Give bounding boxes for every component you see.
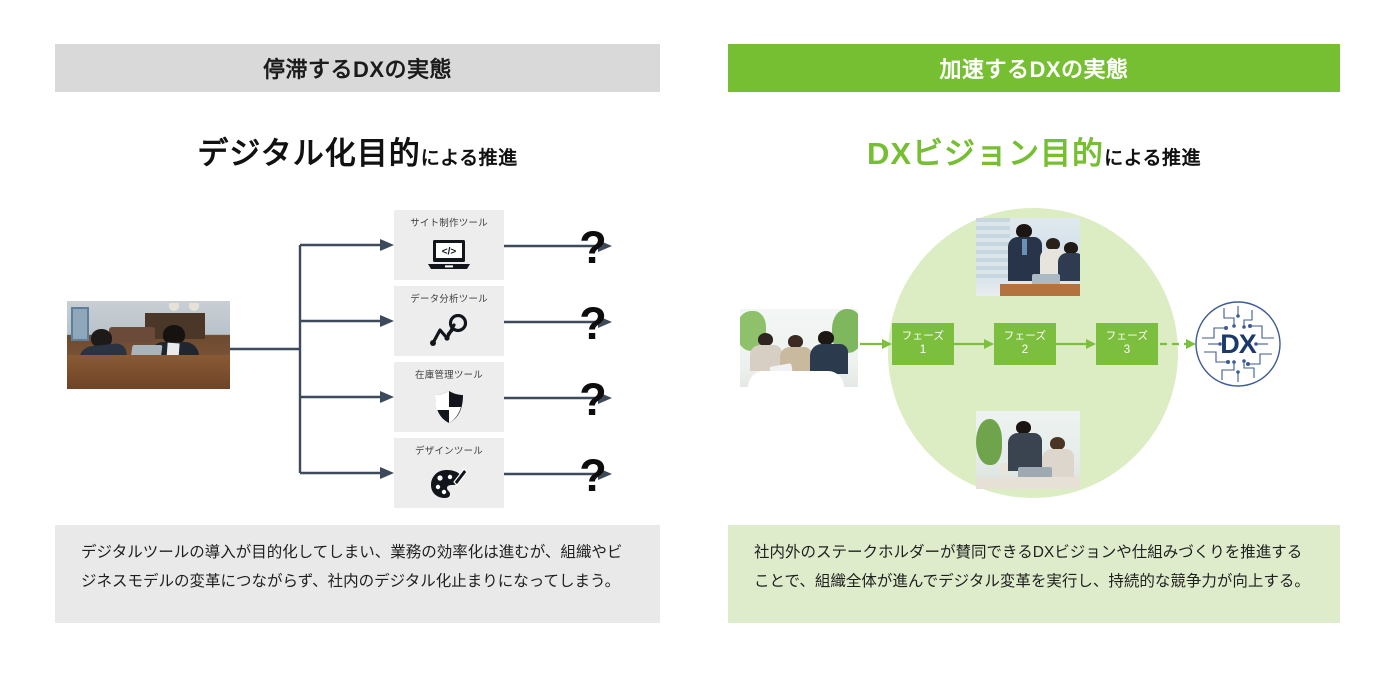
result-arrow: [504, 315, 612, 328]
right-panel-header: 加速するDXの実態: [728, 44, 1340, 92]
dx-label: DX: [1220, 328, 1257, 359]
left-panel-header: 停滞するDXの実態: [55, 44, 660, 92]
result-arrow: [504, 391, 612, 404]
left-title-strong: デジタル化目的: [197, 136, 421, 171]
circuit-circle-icon: [1195, 301, 1281, 387]
left-panel-title: デジタル化目的 による推進: [55, 128, 660, 176]
question-mark-2: ?: [579, 298, 607, 349]
tool-label: サイト制作ツール: [410, 218, 488, 229]
phase-label: フェーズ: [901, 330, 945, 343]
tool-card-data-analysis[interactable]: データ分析ツール: [394, 286, 504, 356]
left-description: デジタルツールの導入が目的化してしまい、業務の効率化は進むが、組織やビジネスモデ…: [55, 525, 660, 623]
result-arrow: [504, 467, 612, 480]
left-title-tail: による推進: [420, 148, 518, 169]
svg-text:</>: </>: [442, 246, 457, 257]
shield-icon: [433, 381, 465, 432]
phase-number: 1: [919, 344, 927, 357]
palette-brush-icon: [429, 457, 469, 508]
phase-box-3[interactable]: フェーズ 3: [1096, 323, 1158, 365]
tool-label: デザインツール: [415, 446, 483, 457]
photo-meeting-team: [740, 309, 858, 387]
right-title-tail: による推進: [1104, 148, 1201, 169]
photo-desk-collaboration: [976, 411, 1080, 489]
right-title-strong: DXビジョン目的: [866, 136, 1105, 171]
phase-label: フェーズ: [1003, 330, 1047, 343]
phase-box-2[interactable]: フェーズ 2: [994, 323, 1056, 365]
tool-card-design[interactable]: デザインツール: [394, 438, 504, 508]
right-diagram: フェーズ 1 フェーズ 2 フェーズ 3: [728, 196, 1340, 511]
phase-box-1[interactable]: フェーズ 1: [892, 323, 954, 365]
photo-struggling-team: [67, 301, 230, 389]
left-description-text: デジタルツールの導入が目的化してしまい、業務の効率化は進むが、組織やビジネスモデ…: [81, 544, 623, 590]
question-mark-3: ?: [579, 374, 607, 425]
result-arrow: [504, 239, 612, 252]
photo-office-discussion: [976, 218, 1080, 296]
tool-card-site-production[interactable]: サイト制作ツール </>: [394, 210, 504, 280]
phase-number: 3: [1123, 344, 1131, 357]
laptop-code-icon: </>: [426, 229, 472, 280]
tool-label: データ分析ツール: [410, 294, 488, 305]
question-mark-4: ?: [579, 450, 607, 501]
chart-magnifier-icon: [427, 305, 471, 356]
right-description-text: 社内外のステークホルダーが賛同できるDXビジョンや仕組みづくりを推進することで、…: [754, 544, 1310, 590]
right-description: 社内外のステークホルダーが賛同できるDXビジョンや仕組みづくりを推進することで、…: [728, 525, 1340, 623]
tool-label: 在庫管理ツール: [415, 370, 483, 381]
phase-number: 2: [1021, 344, 1029, 357]
right-panel-title: DXビジョン目的 による推進: [728, 128, 1340, 176]
tool-card-inventory-management[interactable]: 在庫管理ツール: [394, 362, 504, 432]
question-mark-1: ?: [579, 222, 607, 273]
dx-goal-badge: DX: [1194, 300, 1282, 388]
branch-connector: [230, 196, 400, 511]
left-diagram: サイト制作ツール </> データ分析ツール: [55, 196, 660, 511]
phase-label: フェーズ: [1105, 330, 1149, 343]
